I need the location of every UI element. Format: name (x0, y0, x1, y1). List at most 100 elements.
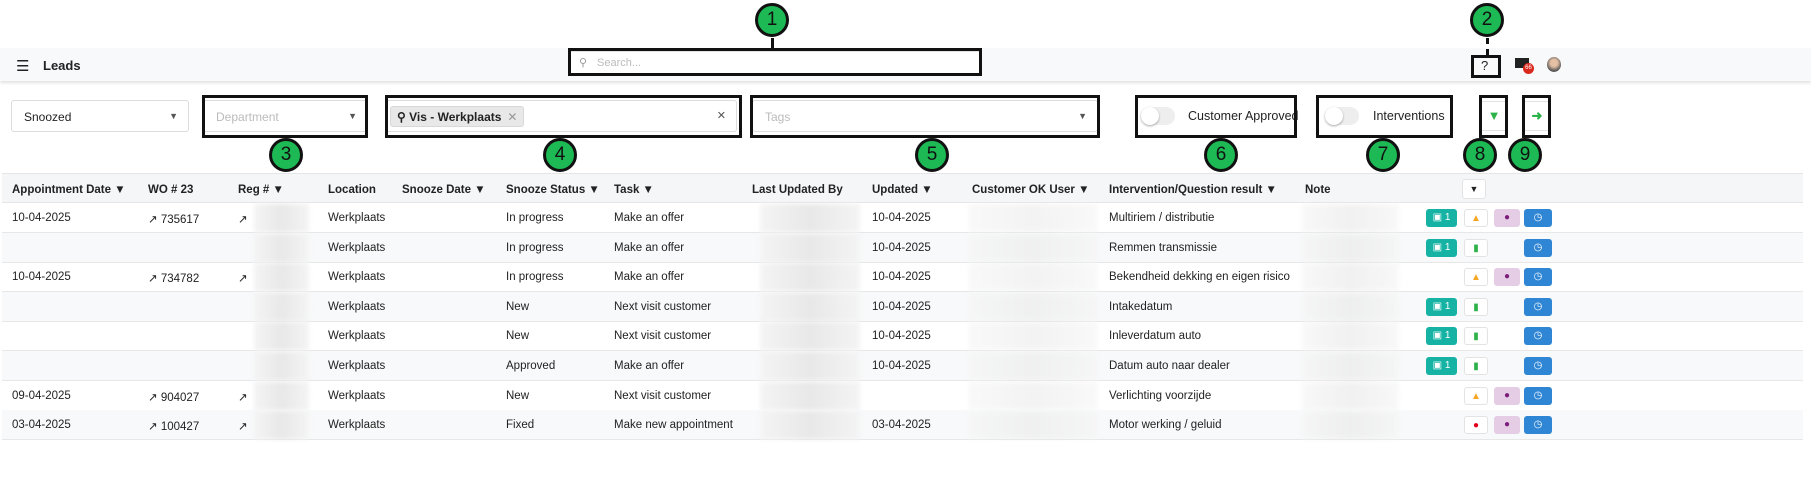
snooze-clock-button[interactable]: ◷ (1524, 209, 1552, 227)
col-updated[interactable]: Updated ▼ (872, 184, 933, 196)
wo-link[interactable]: ↗ 734782 (148, 271, 199, 285)
tags-select[interactable]: Tags▼ (752, 100, 1098, 132)
remove-chip-icon[interactable]: ✕ (507, 110, 518, 124)
wo-link[interactable]: ↗ 100427 (148, 419, 199, 433)
note-icon[interactable]: ▮ (1464, 327, 1488, 346)
reg-link-icon[interactable]: ↗ (238, 273, 248, 286)
reg-link-icon[interactable]: ↗ (238, 214, 248, 226)
error-icon[interactable]: ● (1464, 416, 1488, 435)
user-icon[interactable]: ● (1494, 386, 1520, 405)
export-button[interactable]: ➜ (1523, 101, 1551, 131)
col-snooze-date[interactable]: Snooze Date ▼ (402, 184, 486, 196)
col-last-updated-by[interactable]: Last Updated By (752, 184, 843, 196)
redacted-user (760, 204, 860, 232)
col-intervention[interactable]: Intervention/Question result ▼ (1109, 184, 1277, 196)
chevron-down-icon: ▼ (1078, 111, 1087, 121)
redacted-note (1302, 322, 1399, 351)
redacted-note (1302, 233, 1399, 262)
snooze-clock-button[interactable]: ◷ (1524, 327, 1552, 346)
column-filter-button[interactable]: ▼ (1462, 179, 1486, 199)
redacted-reg (254, 204, 309, 232)
filter-icon: ▼ (1487, 108, 1501, 123)
snooze-clock-button[interactable]: ◷ (1524, 357, 1552, 375)
interventions-toggle[interactable] (1325, 107, 1359, 125)
col-note[interactable]: Note (1305, 184, 1331, 196)
customer-approved-toggle[interactable] (1141, 107, 1175, 125)
user-icon[interactable]: ● (1494, 209, 1520, 227)
snooze-clock-button[interactable]: ◷ (1524, 416, 1552, 435)
images-button[interactable]: ▣ 1 (1426, 357, 1457, 375)
location-chip: ⚲ Vis - Werkplaats✕ (390, 106, 525, 127)
redacted-note (1302, 292, 1399, 321)
avatar[interactable] (1547, 57, 1561, 72)
search-placeholder: Search... (597, 57, 642, 69)
department-select[interactable]: Department▼ (203, 100, 368, 132)
search-input[interactable]: ⚲Search... (570, 51, 980, 75)
col-snooze-status[interactable]: Snooze Status ▼ (506, 184, 600, 196)
location: Werkplaats (328, 271, 386, 284)
wo-link[interactable]: ↗ 904027 (148, 390, 199, 404)
hamburger-icon[interactable]: ☰ (16, 58, 30, 75)
note-icon[interactable]: ▮ (1464, 357, 1488, 375)
snooze-clock-button[interactable]: ◷ (1524, 297, 1552, 316)
clear-icon[interactable]: ✕ (716, 110, 726, 122)
location-select[interactable]: ⚲ Vis - Werkplaats✕✕ (385, 100, 737, 132)
images-button[interactable]: ▣ 1 (1426, 297, 1457, 316)
col-appointment-date[interactable]: Appointment Date ▼ (12, 184, 126, 196)
snooze-clock-button[interactable]: ◷ (1524, 386, 1552, 405)
updated: 10-04-2025 (872, 271, 931, 284)
images-button[interactable]: ▣ 1 (1426, 327, 1457, 346)
warning-icon[interactable]: ▲ (1464, 386, 1488, 405)
filter-button[interactable]: ▼ (1480, 101, 1508, 131)
updated: 10-04-2025 (872, 300, 931, 313)
clock-icon: ◷ (1533, 300, 1543, 312)
snooze-clock-button[interactable]: ◷ (1524, 238, 1552, 257)
redacted-ok-user (968, 411, 1098, 440)
task: Make an offer (614, 271, 685, 284)
images-button[interactable]: ▣ 1 (1426, 209, 1457, 227)
redacted-note (1302, 204, 1399, 232)
external-link-icon: ↗ (148, 421, 158, 434)
redacted-reg (254, 322, 309, 351)
clock-icon: ◷ (1533, 419, 1543, 431)
note-icon[interactable]: ▮ (1464, 238, 1488, 257)
reg-link-icon[interactable]: ↗ (238, 391, 248, 404)
col-wo[interactable]: WO # 23 (148, 184, 194, 196)
snooze-clock-button[interactable]: ◷ (1524, 268, 1552, 287)
col-location[interactable]: Location (328, 184, 376, 196)
help-button[interactable]: ? (1481, 58, 1489, 73)
col-customer-ok-user[interactable]: Customer OK User ▼ (972, 184, 1090, 196)
warning-icon[interactable]: ▲ (1464, 268, 1488, 287)
images-button[interactable]: ▣ 1 (1426, 238, 1457, 257)
user-icon[interactable]: ● (1494, 416, 1520, 435)
col-reg[interactable]: Reg # ▼ (238, 184, 284, 196)
task: Make new appointment (614, 419, 733, 432)
status-select[interactable]: Snoozed▼ (11, 100, 189, 132)
intervention: Motor werking / geluid (1109, 419, 1222, 432)
wo-number: 100427 (160, 421, 200, 434)
notifications-icon[interactable] (1515, 58, 1529, 68)
images-icon: ▣ (1432, 300, 1443, 312)
wo-link[interactable]: ↗ 735617 (148, 212, 199, 226)
redacted-note (1302, 381, 1399, 410)
note-icon[interactable]: ▮ (1464, 297, 1488, 316)
redacted-reg (254, 292, 309, 321)
callout-marker: 8 (1463, 138, 1497, 172)
snooze-status: Approved (506, 360, 556, 372)
warning-icon[interactable]: ▲ (1464, 209, 1488, 227)
user-icon[interactable]: ● (1494, 268, 1520, 287)
chevron-down-icon: ▼ (348, 111, 357, 121)
clock-icon: ◷ (1533, 389, 1543, 401)
snooze-status: In progress (506, 241, 564, 254)
col-task[interactable]: Task ▼ (614, 184, 654, 196)
reg-link-icon[interactable]: ↗ (238, 421, 248, 434)
appointment-date: 09-04-2025 (12, 389, 71, 402)
